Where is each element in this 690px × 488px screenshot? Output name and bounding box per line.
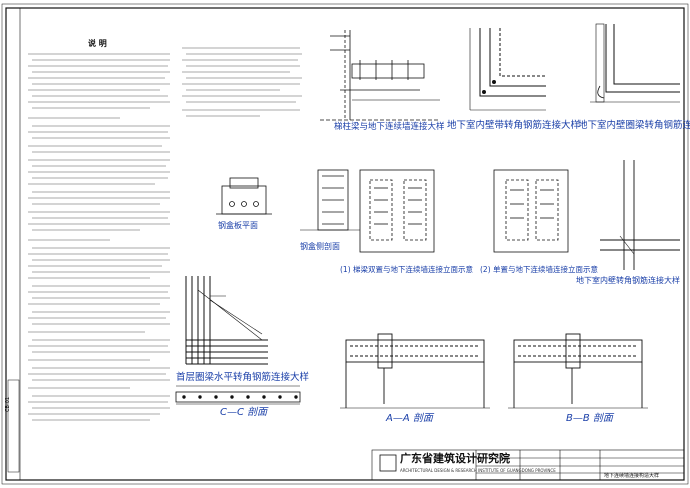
detail-title-wall-corner-2: 地下室内壁圈梁转角钢筋连接大样 (578, 120, 690, 131)
detail-title-wall-corner-1: 地下室内壁带转角钢筋连接大样 (447, 120, 581, 131)
cc-section-drawing (175, 385, 301, 405)
wall-corner-drawing-1 (469, 28, 546, 111)
detail-title-ring-beam: 首层圈梁水平转角钢筋连接大样 (176, 372, 310, 383)
steel-plate-plan-drawing (216, 177, 272, 215)
detail-title-double-beam: (1) 梯梁双置与地下连续墙连接立面示意 (340, 265, 474, 274)
sheet-border (5, 7, 685, 481)
detail-title-steel-plate: 钢盒板平面 (218, 221, 258, 230)
section-label-bb: B—B 剖面 (566, 413, 613, 424)
title-block-drawing-name: 地下连续墙连接构造大样 (604, 473, 660, 479)
title-block-org-name: 广东省建筑设计研究院 (400, 452, 510, 465)
steel-box-section-drawing (300, 169, 360, 231)
detail-title-steel-box: 钢盒侧剖面 (300, 242, 340, 251)
elevation-single-beam-drawing (493, 169, 569, 253)
title-block-grid (371, 449, 685, 481)
notes-heading: 说 明 (88, 39, 107, 48)
wall-corner-drawing-2 (590, 23, 680, 103)
wall-corner-rebar-drawing (600, 160, 680, 270)
bb-section-drawing (508, 333, 648, 409)
detail-title-single-beam: (2) 单置与地下连续墙连接立面示意 (480, 265, 599, 274)
beam-wall-connection-drawing (320, 30, 440, 121)
aa-section-drawing (340, 333, 490, 409)
detail-title-beam-wall: 梯柱梁与地下连续墙连接大样 (334, 122, 445, 132)
side-stamp-text: CB-01 (5, 396, 11, 412)
detail-title-corner-rebar: 地下室内壁转角钢筋连接大样 (576, 276, 680, 285)
side-stamp-box (7, 379, 20, 473)
elevation-double-beam-drawing (359, 169, 435, 253)
section-label-aa: A—A 剖面 (386, 413, 433, 424)
ring-beam-rebar-drawing (185, 276, 268, 365)
notes-text-lines (28, 47, 302, 421)
title-block-org-en: ARCHITECTURAL DESIGN & RESEARCH INSTITUT… (400, 468, 556, 473)
section-label-cc: C—C 剖面 (220, 407, 268, 418)
